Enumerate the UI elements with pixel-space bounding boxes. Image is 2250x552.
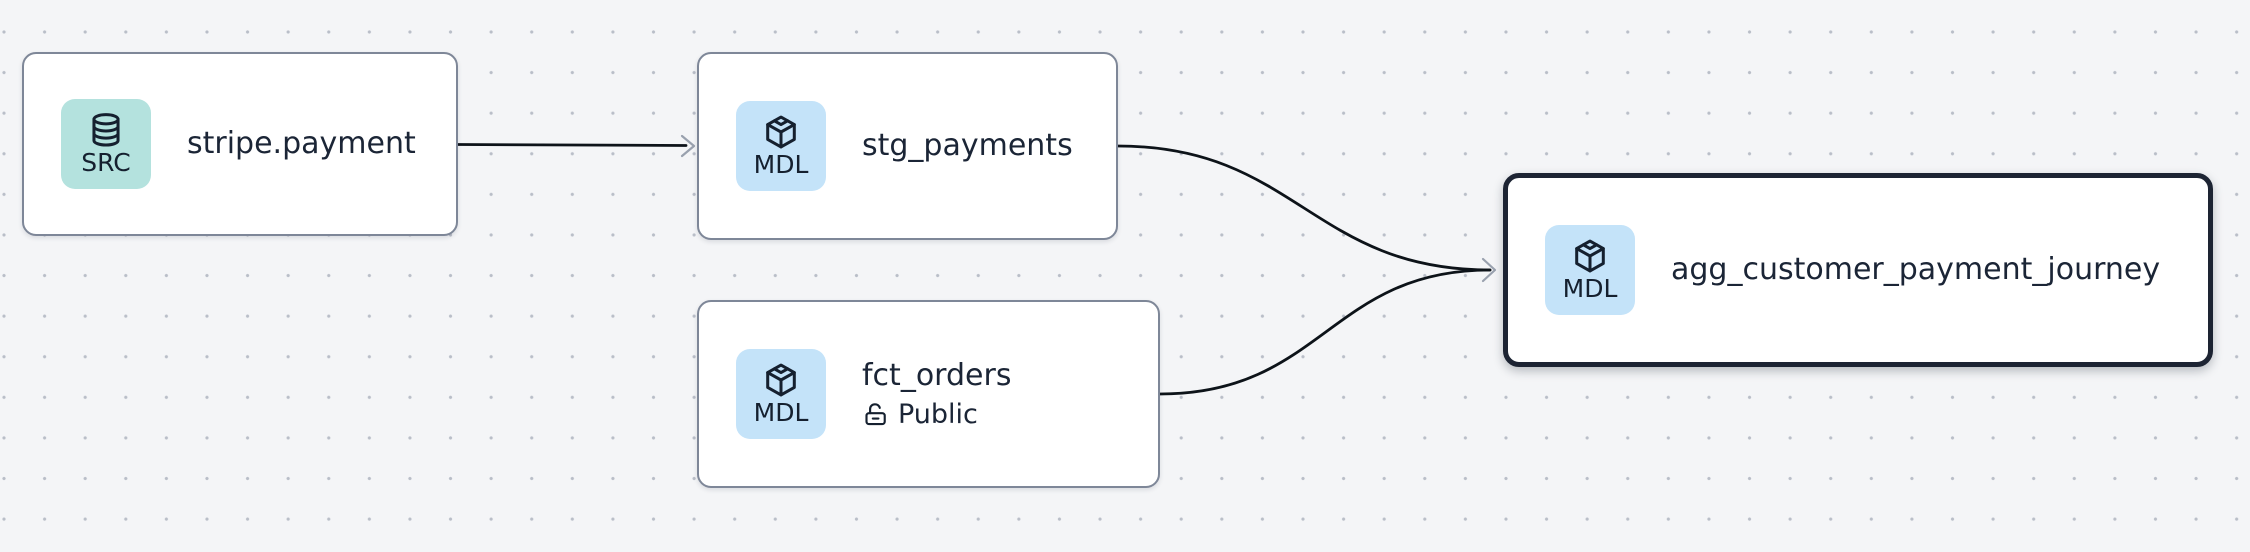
- node-stg-payments[interactable]: MDL stg_payments: [697, 52, 1118, 240]
- badge-label: MDL: [753, 398, 809, 428]
- node-fct-orders[interactable]: MDL fct_orders Public: [697, 300, 1160, 488]
- badge-label: MDL: [753, 150, 809, 180]
- database-icon: [92, 113, 120, 147]
- node-agg-customer-payment-journey[interactable]: MDL agg_customer_payment_journey: [1503, 173, 2213, 367]
- node-stripe-payment[interactable]: SRC stripe.payment: [22, 52, 458, 236]
- arrowhead-icon: [680, 134, 696, 158]
- arrowhead-icon: [1481, 257, 1497, 283]
- mdl-badge: MDL: [736, 101, 826, 191]
- lock-open-icon: [865, 403, 886, 426]
- badge-label: MDL: [1562, 274, 1618, 304]
- edge-stripe-to-stg: [456, 143, 688, 147]
- node-title: fct_orders: [862, 358, 1012, 393]
- node-title: stripe.payment: [187, 126, 416, 161]
- node-title: agg_customer_payment_journey: [1671, 252, 2161, 287]
- mdl-badge: MDL: [1545, 225, 1635, 315]
- access-badge: Public: [862, 399, 1011, 430]
- access-label: Public: [898, 399, 978, 430]
- cube-icon: [766, 363, 796, 397]
- node-title: stg_payments: [862, 128, 1073, 163]
- edge-stg-to-agg: [1116, 144, 1492, 272]
- src-badge: SRC: [61, 99, 151, 189]
- cube-icon: [766, 115, 796, 149]
- badge-label: SRC: [81, 148, 131, 178]
- cube-icon: [1575, 239, 1605, 273]
- mdl-badge: MDL: [736, 349, 826, 439]
- edge-fct-to-agg: [1158, 268, 1492, 396]
